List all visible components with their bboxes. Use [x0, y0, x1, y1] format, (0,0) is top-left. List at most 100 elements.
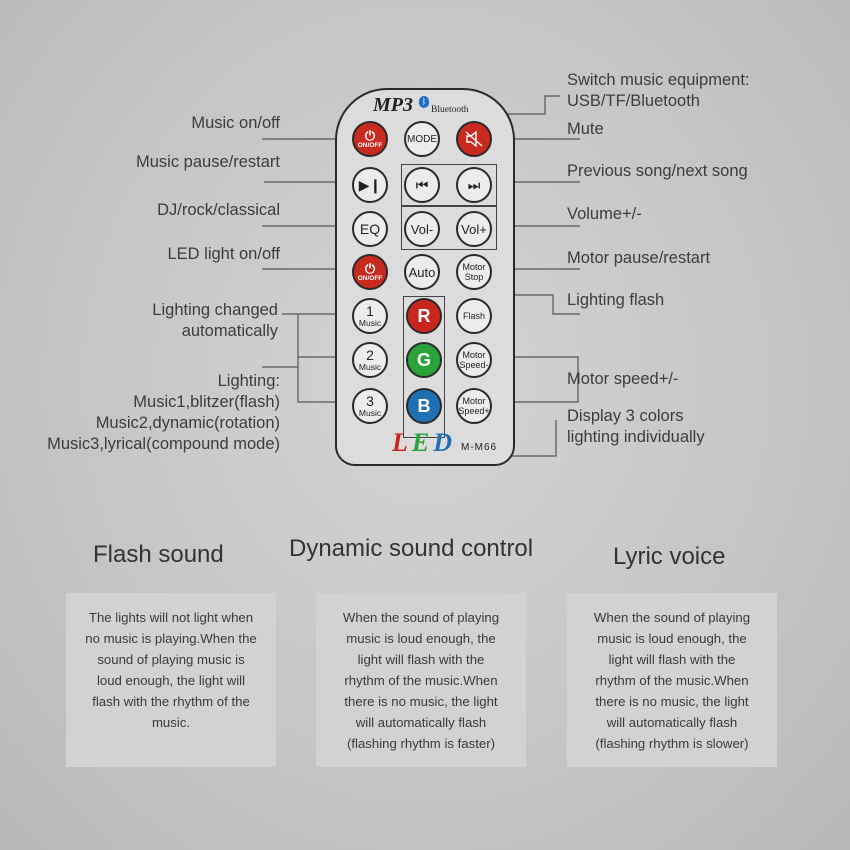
label-motor-pause: Motor pause/restart — [567, 249, 711, 267]
label-lighting-auto-line1: Lighting changed — [152, 301, 278, 319]
music2-label: Music — [358, 362, 382, 372]
music-power-button[interactable]: ⏻ ON/OFF — [352, 121, 388, 157]
remote-brand: MP3 — [373, 94, 413, 116]
desc-line: The lights will not light when — [88, 610, 254, 625]
label-display-line2: lighting individually — [567, 428, 705, 446]
label-lighting-modes: Lighting: Music1,blitzer(flash) Music2,d… — [47, 371, 280, 455]
motor-speed-down-button[interactable]: Motor Speed- — [456, 342, 492, 378]
label-lighting-modes-line2: Music1,blitzer(flash) — [133, 393, 280, 411]
rgb-group — [403, 296, 445, 438]
volume-down-button[interactable]: Vol- — [404, 211, 440, 247]
music3-number: 3 — [366, 393, 374, 409]
label-switch-line1: Switch music equipment: — [567, 71, 750, 89]
music1-label: Music — [358, 318, 382, 328]
label-music-pause: Music pause/restart — [136, 153, 280, 171]
label-eq: DJ/rock/classical — [157, 201, 280, 219]
label-lighting-modes-line3: Music2,dynamic(rotation) — [95, 414, 280, 432]
mute-icon — [465, 131, 483, 147]
desc-line: sound of playing music is — [97, 652, 245, 667]
music-power-label: ON/OFF — [357, 142, 383, 149]
label-music-onoff: Music on/off — [191, 114, 280, 132]
volume-group — [401, 206, 497, 250]
speed-up-line1: Motor — [462, 396, 486, 406]
motor-speed-up-button[interactable]: Motor Speed+ — [456, 388, 492, 424]
desc-line: loud enough, the light will — [96, 673, 246, 688]
speed-up-line2: Speed+ — [458, 406, 490, 416]
desc-line: music is loud enough, the — [346, 631, 496, 646]
label-mute: Mute — [567, 120, 604, 138]
label-volume: Volume+/- — [567, 205, 642, 223]
bluetooth-text: Bluetooth — [431, 105, 469, 115]
red-button[interactable]: R — [406, 298, 442, 334]
blue-button[interactable]: B — [406, 388, 442, 424]
desc-line: music. — [151, 715, 191, 730]
eq-button[interactable]: EQ — [352, 211, 388, 247]
next-button[interactable]: ⏭ — [456, 167, 492, 203]
led-logo-d: D — [433, 428, 457, 457]
motor-stop-line2: Stop — [464, 272, 484, 282]
led-logo: LED — [392, 428, 456, 458]
heading-lyric-voice: Lyric voice — [613, 543, 726, 570]
desc-line: (flashing rhythm is slower) — [595, 736, 749, 751]
label-display-line1: Display 3 colors — [567, 407, 684, 425]
led-power-label: ON/OFF — [357, 275, 383, 282]
music1-button[interactable]: 1 Music — [352, 298, 388, 334]
desc-line: When the sound of playing — [593, 610, 751, 625]
music3-button[interactable]: 3 Music — [352, 388, 388, 424]
led-power-button[interactable]: ⏻ ON/OFF — [352, 254, 388, 290]
music2-number: 2 — [366, 347, 374, 363]
music3-label: Music — [358, 408, 382, 418]
label-led-onoff: LED light on/off — [167, 245, 280, 263]
prev-next-group — [401, 164, 497, 206]
power-icon: ⏻ — [364, 128, 376, 143]
music1-number: 1 — [366, 303, 374, 319]
music2-button[interactable]: 2 Music — [352, 342, 388, 378]
desc-line: light will flash with the — [608, 652, 736, 667]
remote-control: MP3 ᛒ Bluetooth ⏻ ON/OFF MODE ▶❙ ⏮ ⏭ EQ … — [335, 88, 515, 466]
desc-line: no music is playing.When the — [85, 631, 257, 646]
mode-button[interactable]: MODE — [404, 121, 440, 157]
desc-line: there is no music, the light — [344, 694, 498, 709]
desc-line: When the sound of playing — [342, 610, 500, 625]
volume-up-button[interactable]: Vol+ — [456, 211, 492, 247]
previous-icon: ⏮ — [415, 176, 429, 193]
speed-down-line1: Motor — [462, 350, 486, 360]
flash-button[interactable]: Flash — [456, 298, 492, 334]
desc-line: will automatically flash — [606, 715, 738, 730]
auto-button[interactable]: Auto — [404, 254, 440, 290]
desc-line: music is loud enough, the — [597, 631, 747, 646]
label-display-colors: Display 3 colors lighting individually — [567, 406, 705, 448]
label-switch-line2: USB/TF/Bluetooth — [567, 92, 700, 110]
label-lighting-modes-line1: Lighting: — [217, 372, 280, 390]
desc-line: rhythm of the music.When — [344, 673, 498, 688]
motor-stop-button[interactable]: Motor Stop — [456, 254, 492, 290]
next-icon: ⏭ — [467, 176, 481, 193]
label-lighting-auto: Lighting changed automatically — [152, 300, 278, 342]
heading-dynamic-sound: Dynamic sound control — [289, 535, 534, 562]
label-lighting-auto-line2: automatically — [181, 322, 278, 340]
play-pause-icon: ▶❙ — [358, 176, 382, 193]
label-prev-next: Previous song/next song — [567, 162, 748, 180]
description-lyric-voice: When the sound of playing music is loud … — [567, 593, 777, 767]
play-pause-button[interactable]: ▶❙ — [352, 167, 388, 203]
previous-button[interactable]: ⏮ — [404, 167, 440, 203]
desc-line: there is no music, the light — [595, 694, 749, 709]
motor-stop-line1: Motor — [462, 262, 486, 272]
heading-flash-sound: Flash sound — [93, 541, 224, 568]
mute-button[interactable] — [456, 121, 492, 157]
desc-line: light will flash with the — [357, 652, 485, 667]
desc-line: flash with the rhythm of the — [92, 694, 250, 709]
led-logo-e: E — [411, 428, 434, 457]
description-dynamic-sound: When the sound of playing music is loud … — [316, 593, 526, 767]
label-lighting-flash: Lighting flash — [567, 291, 665, 309]
desc-line: (flashing rhythm is faster) — [346, 736, 496, 751]
label-switch-equipment: Switch music equipment: USB/TF/Bluetooth — [567, 70, 750, 112]
description-flash-sound: The lights will not light when no music … — [66, 593, 276, 767]
bluetooth-icon: ᛒ — [419, 96, 429, 108]
model-number: M-M66 — [461, 442, 498, 453]
desc-line: will automatically flash — [355, 715, 487, 730]
desc-line: rhythm of the music.When — [595, 673, 749, 688]
led-logo-l: L — [392, 428, 412, 457]
speed-down-line2: Speed- — [459, 360, 489, 370]
green-button[interactable]: G — [406, 342, 442, 378]
